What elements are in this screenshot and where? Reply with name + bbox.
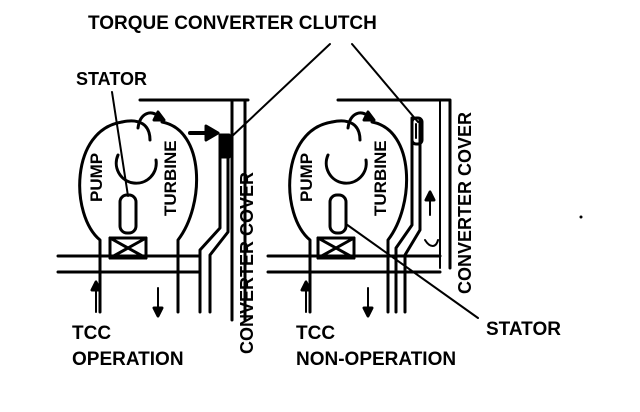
left-clutch-piston [198, 133, 222, 314]
right-pump-label: PUMP [297, 152, 316, 202]
left-mode-line1: TCC [72, 323, 112, 344]
right-mode-line2: NON-OPERATION [296, 349, 457, 370]
right-turbine-shell [370, 120, 409, 314]
right-converter [266, 98, 452, 318]
speck [579, 215, 583, 219]
right-stator-hub [316, 236, 356, 260]
torque-converter-clutch-title: TORQUE CONVERTER CLUTCH [88, 13, 377, 34]
right-mode-line1: TCC [296, 323, 336, 344]
right-torus [324, 153, 368, 185]
left-torus [114, 153, 158, 185]
right-stator-blade [328, 193, 348, 235]
clutch-leader-left [227, 43, 331, 141]
right-turbine-label: TURBINE [371, 140, 390, 216]
right-clutch-piston [394, 116, 414, 314]
left-pump-shell [78, 120, 124, 314]
right-converter-cover-label: CONVERTER COVER [455, 111, 475, 294]
left-turbine-shell [160, 120, 199, 314]
left-mode-line2: OPERATION [72, 349, 184, 370]
right-housing [336, 98, 452, 270]
left-clutch-lining [218, 133, 231, 159]
leader-lines [111, 43, 479, 319]
left-converter-cover-label: CONVERTER COVER [237, 171, 257, 354]
stator-leader-right [345, 223, 479, 319]
left-stator-hub [108, 236, 148, 260]
right-clutch-lining [410, 116, 424, 146]
right-stator-label: STATOR [486, 319, 561, 340]
left-stator-label: STATOR [76, 69, 147, 89]
left-converter [56, 98, 250, 322]
left-pump-label: PUMP [87, 152, 106, 202]
left-turbine-label: TURBINE [161, 140, 180, 216]
left-stator-blade [118, 193, 138, 235]
clutch-leader-right [351, 43, 419, 123]
right-pump-shell [288, 120, 334, 314]
stator-leader-left [111, 91, 129, 197]
